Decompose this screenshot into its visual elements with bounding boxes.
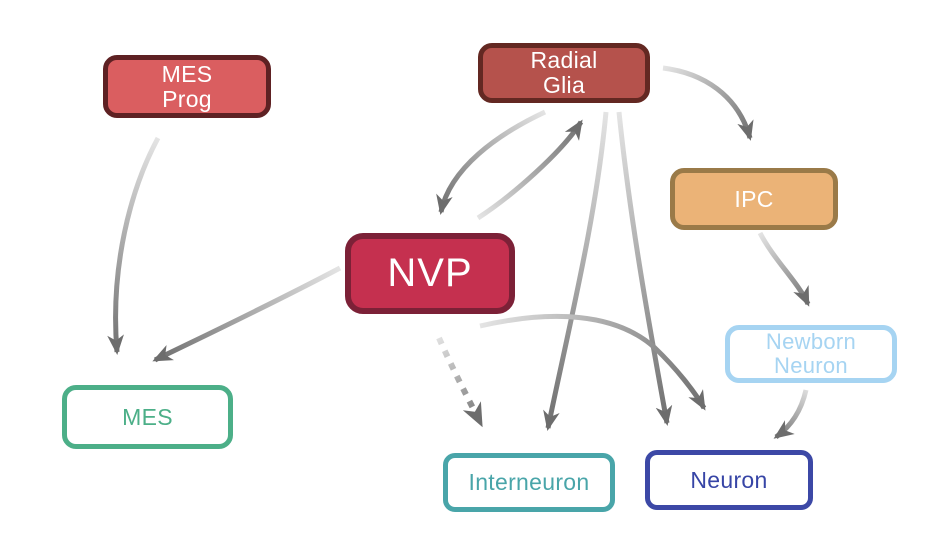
arrow-radialglia-to-ipc [662,65,754,141]
node-neuron: Neuron [645,450,813,510]
arrow-radialglia-to-interneuron [543,111,609,431]
node-mes-label: MES [122,403,173,430]
arrow-radialglia-to-nvp [436,109,547,215]
arrow-nvp-to-neuron [479,313,707,411]
arrow-nvp-to-radialglia [476,119,584,221]
arrow-ipc-to-newbornneuron [757,231,811,307]
arrow-mesprog-to-mes [107,136,161,355]
node-nvp: NVP [345,233,515,314]
arrow-newbornneuron-to-neuron [773,389,809,440]
node-radial-glia: Radial Glia [478,43,650,103]
arrow-nvp-to-interneuron-dashed [436,336,484,428]
node-interneuron-label: Interneuron [468,469,590,496]
node-ipc: IPC [670,168,838,230]
node-mes-prog: MES Prog [103,55,271,118]
arrow-radialglia-to-neuron [616,111,673,426]
node-newborn-neuron: Newborn Neuron [725,325,897,383]
node-radial-glia-label: Radial Glia [530,47,598,98]
node-mes-prog-label: MES Prog [161,60,213,112]
arrow-nvp-to-mes [152,265,342,363]
node-nvp-label: NVP [387,250,473,295]
node-newborn-neuron-label: Newborn Neuron [765,329,857,378]
node-mes: MES [62,385,233,449]
node-interneuron: Interneuron [443,453,615,512]
node-neuron-label: Neuron [690,466,768,493]
node-ipc-label: IPC [734,185,774,212]
